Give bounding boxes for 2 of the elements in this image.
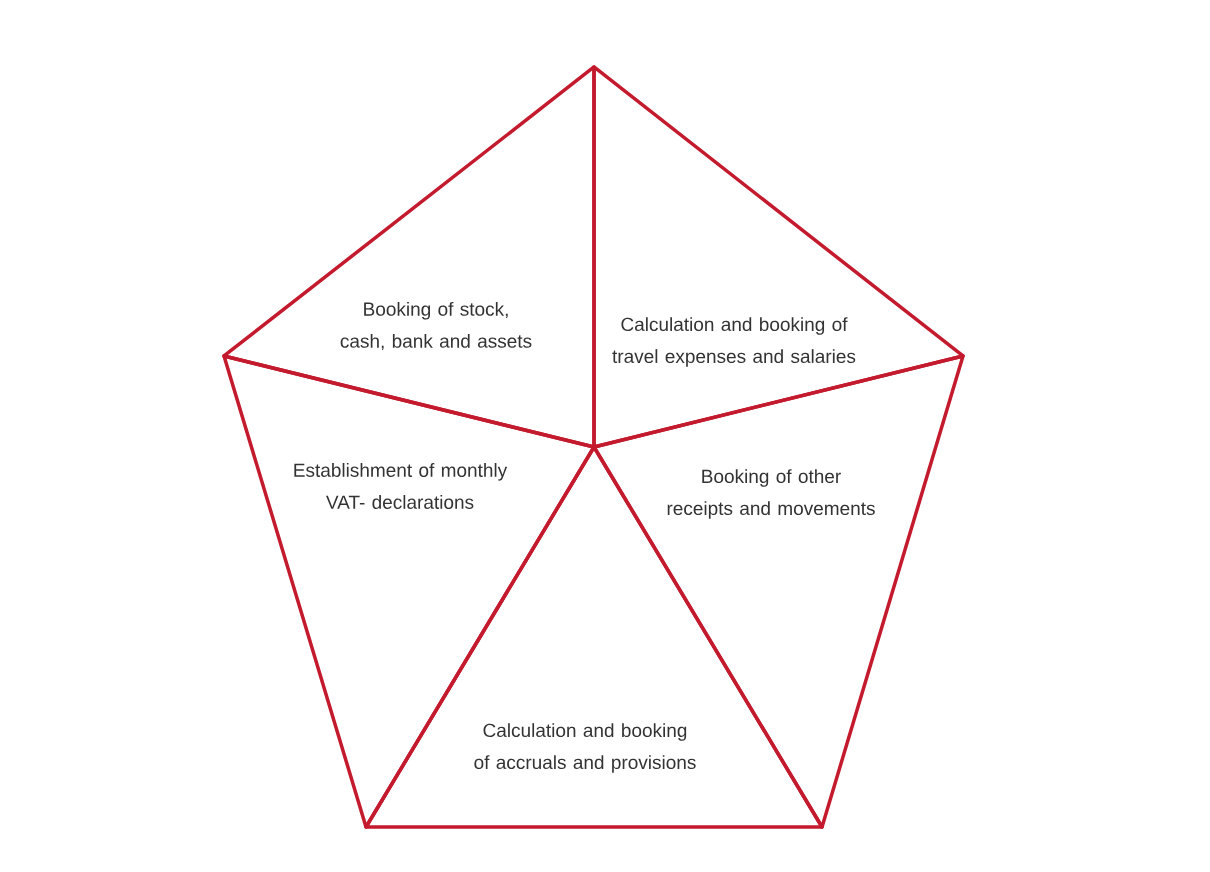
triangle-segment: Calculation and booking of travel expenses and salaries (592, 65, 965, 449)
triangle-segment: Booking of stock, cash, bank and assets (222, 65, 596, 449)
